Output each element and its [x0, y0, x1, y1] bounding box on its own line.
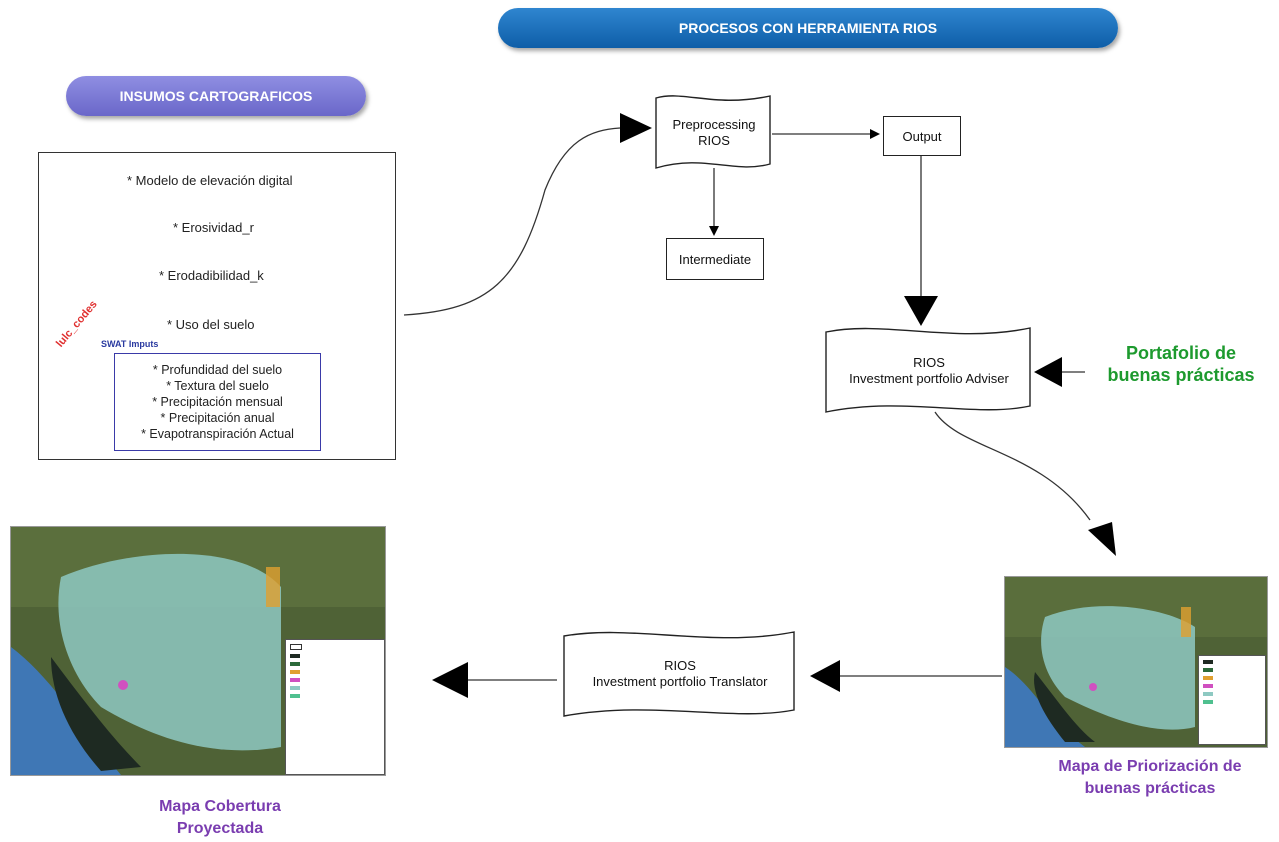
- preprocessing-line: RIOS: [698, 133, 730, 148]
- intermediate-label: Intermediate: [678, 251, 752, 267]
- swat-item: * Precipitación mensual: [152, 395, 283, 409]
- swat-inputs-label: SWAT Imputs: [101, 339, 159, 349]
- priorizacion-line: buenas prácticas: [1084, 780, 1216, 797]
- swat-item: * Profundidad del suelo: [152, 363, 283, 377]
- mapa-priorizacion-caption: Mapa de Priorización de buenas prácticas: [1020, 756, 1279, 800]
- portafolio-caption: Portafolio de buenas prácticas: [1088, 342, 1274, 386]
- adviser-shape: [825, 327, 1031, 413]
- swat-inputs-box: * Profundidad del suelo * Textura del su…: [114, 353, 321, 451]
- map-legend: [1198, 655, 1266, 745]
- map-legend: [285, 639, 385, 775]
- swat-item: * Evapotranspiración Actual: [141, 427, 294, 441]
- arrowhead-translator: [810, 660, 840, 692]
- swat-item: * Precipitación anual: [160, 411, 275, 425]
- input-item-erodabilidad: * Erodadibilidad_k: [159, 268, 264, 283]
- procesos-rios-title: PROCESOS CON HERRAMIENTA RIOS: [498, 8, 1118, 48]
- arrowhead-priorizacion: [1088, 522, 1116, 556]
- translator-node: RIOS Investment portfolio Translator: [562, 658, 798, 690]
- cobertura-line: Mapa Cobertura: [159, 798, 281, 815]
- translator-shape: [563, 631, 795, 717]
- connector-inputs-to-preprocessing: [403, 127, 621, 316]
- mapa-cobertura-caption: Mapa Cobertura Proyectada: [100, 796, 340, 840]
- adviser-line: RIOS: [913, 355, 945, 370]
- preprocessing-line: Preprocessing: [672, 117, 756, 132]
- adviser-node: RIOS Investment portfolio Adviser: [824, 355, 1034, 387]
- translator-line: Investment portfolio Translator: [592, 674, 768, 689]
- output-node: Output: [883, 116, 961, 156]
- arrowhead-adviser-top: [904, 296, 938, 326]
- arrowhead-output: [870, 129, 880, 139]
- portafolio-line: Portafolio de: [1125, 343, 1236, 363]
- preprocessing-shape: [655, 95, 771, 169]
- map-terrain: [1005, 577, 1267, 747]
- mapa-priorizacion-image: [1004, 576, 1268, 748]
- swat-item: * Textura del suelo: [166, 379, 269, 393]
- portafolio-line: buenas prácticas: [1107, 365, 1255, 385]
- insumos-cartograficos-title: INSUMOS CARTOGRAFICOS: [66, 76, 366, 116]
- arrowhead-intermediate: [709, 226, 719, 236]
- arrowhead-cobertura: [432, 662, 468, 698]
- preprocessing-node: Preprocessing RIOS: [654, 117, 774, 149]
- translator-line: RIOS: [664, 658, 696, 673]
- input-item-dem: * Modelo de elevación digital: [127, 173, 293, 188]
- output-label: Output: [902, 128, 942, 144]
- intermediate-node: Intermediate: [666, 238, 764, 280]
- cobertura-line: Proyectada: [176, 820, 264, 837]
- input-item-erosividad: * Erosividad_r: [173, 220, 254, 235]
- mapa-cobertura-image: [10, 526, 386, 776]
- priorizacion-line: Mapa de Priorización de: [1058, 758, 1242, 775]
- inputs-box: * Modelo de elevación digital * Erosivid…: [38, 152, 396, 460]
- connector-adviser-to-priorizacion: [934, 411, 1091, 521]
- input-item-uso-suelo: * Uso del suelo: [167, 317, 255, 332]
- arrowhead-preprocessing: [620, 113, 652, 143]
- adviser-line: Investment portfolio Adviser: [849, 371, 1009, 386]
- arrowhead-adviser-right: [1034, 357, 1062, 387]
